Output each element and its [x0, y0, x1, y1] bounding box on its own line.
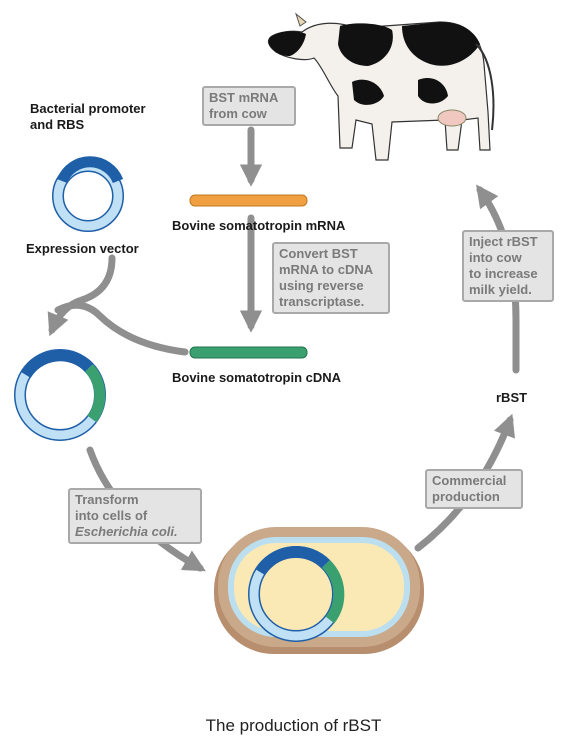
cow-illustration	[267, 12, 495, 161]
arrow-cdna-to-recombinant	[54, 301, 189, 356]
box-bst-from-cow: BST mRNA from cow	[202, 86, 296, 126]
box-convert: Convert BST mRNA to cDNA using reverse t…	[272, 242, 390, 314]
box-inject: Inject rBST into cow to increase milk yi…	[462, 230, 554, 302]
expression-vector-plasmid	[52, 156, 124, 232]
box-commercial: Commercial production	[425, 469, 523, 509]
cdna-label: Bovine somatotropin cDNA	[172, 370, 342, 385]
promoter-label: Bacterial promoter and RBS	[30, 101, 146, 132]
mrna-strand	[189, 194, 308, 207]
cdna-strand	[189, 346, 308, 359]
rbst-label: rBST	[496, 390, 528, 405]
ecoli-cell	[214, 527, 424, 654]
arrow-vector-to-recombinant	[47, 254, 116, 337]
recombinant-plasmid	[14, 349, 106, 441]
mrna-label: Bovine somatotropin mRNA	[172, 218, 346, 233]
figure-caption: The production of rBST	[205, 716, 382, 735]
box-transform: Transform into cells of Escherichia coli…	[68, 488, 202, 544]
expression-vector-label: Expression vector	[26, 241, 139, 256]
